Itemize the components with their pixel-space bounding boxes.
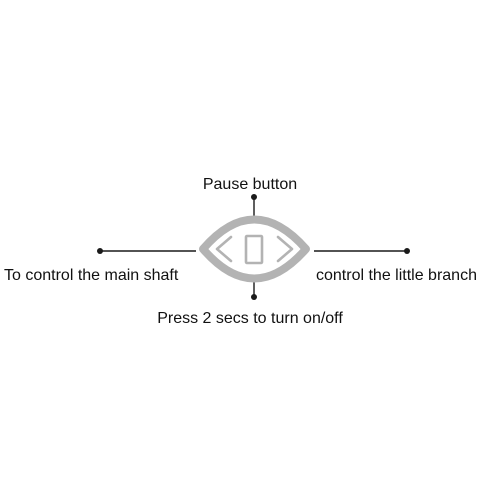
main-shaft-label: To control the main shaft — [4, 267, 179, 284]
chevron-right-icon[interactable] — [274, 234, 296, 266]
rectangle-icon[interactable] — [244, 234, 264, 265]
bottom-leader-dot — [251, 294, 257, 300]
pause-button-label: Pause button — [202, 176, 298, 193]
top-leader-dot — [251, 194, 257, 200]
little-branch-label: control the little branch — [316, 267, 477, 284]
left-leader-dot — [97, 248, 103, 254]
power-instruction-label: Press 2 secs to turn on/off — [157, 310, 343, 327]
chevron-left-icon[interactable] — [212, 234, 234, 266]
right-leader-dot — [404, 248, 410, 254]
